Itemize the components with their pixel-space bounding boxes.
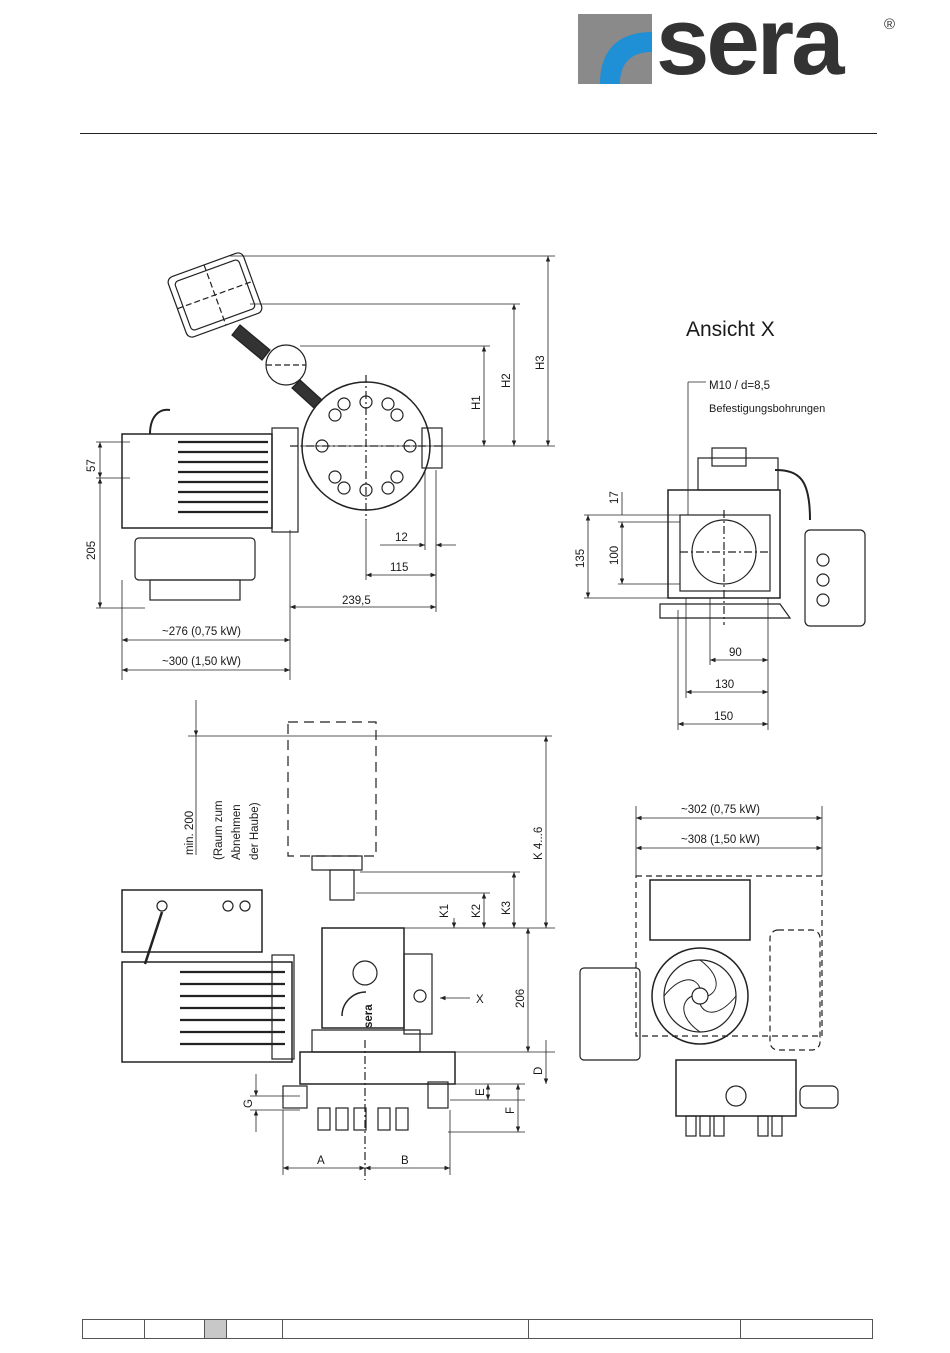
dim-f: F: [505, 1107, 517, 1114]
removal-note-line3: der Haube): [249, 802, 261, 860]
dim-206: 206: [515, 989, 527, 1008]
min-200-label: min. 200: [184, 811, 196, 855]
title-block-cell: [83, 1320, 145, 1338]
dim-150: 150: [714, 711, 733, 723]
terminal-box-icon: [166, 251, 263, 339]
control-box: [122, 890, 262, 952]
dim-130: 130: [715, 679, 734, 691]
valve-studs: [318, 1108, 408, 1130]
dim-302: ~302 (0,75 kW): [681, 804, 760, 816]
title-block-row: [82, 1319, 873, 1339]
dim-12: 12: [395, 532, 408, 544]
dim-300: ~300 (1,50 kW): [162, 656, 241, 668]
dim-k2: K2: [471, 904, 483, 918]
dim-100: 100: [609, 546, 621, 565]
dim-90: 90: [729, 647, 742, 659]
dim-17: 17: [609, 491, 621, 504]
removal-note-line1: (Raum zum: [213, 801, 225, 860]
title-block-cell: [529, 1320, 741, 1338]
bore-label: Befestigungsbohrungen: [709, 403, 825, 415]
dim-135: 135: [575, 549, 587, 568]
dim-b: B: [401, 1155, 409, 1167]
dim-h2: H2: [501, 373, 513, 388]
title-block-cell: [283, 1320, 529, 1338]
dim-205: 205: [86, 541, 98, 560]
title-block-cell: [145, 1320, 205, 1338]
dim-57: 57: [86, 459, 98, 472]
dim-h1: H1: [471, 395, 483, 410]
title-block-cell-shaded: [205, 1320, 227, 1338]
dim-k46: K 4...6: [533, 827, 545, 860]
dim-a: A: [317, 1155, 325, 1167]
title-block-cell: [741, 1320, 872, 1338]
top-view-dimensions: [96, 256, 555, 680]
dim-e: E: [475, 1088, 487, 1096]
view-x: [660, 448, 865, 626]
front-view: [580, 876, 838, 1136]
dim-k3: K3: [501, 901, 513, 915]
side-motor: [122, 962, 292, 1062]
dim-308: ~308 (1,50 kW): [681, 834, 760, 846]
dim-115: 115: [390, 562, 408, 574]
dim-276: ~276 (0,75 kW): [162, 626, 241, 638]
dim-k1: K1: [439, 904, 451, 918]
dim-g: G: [243, 1099, 255, 1108]
title-block-cell: [227, 1320, 283, 1338]
motor-fan-icon: [652, 948, 748, 1044]
side-view: [122, 722, 455, 1180]
bore-spec: M10 / d=8,5: [709, 380, 770, 392]
removal-note-line2: Abnehmen: [231, 804, 243, 860]
dim-h3: H3: [535, 355, 547, 370]
dim-239: 239,5: [342, 595, 371, 607]
arrow-x-label: X: [476, 994, 484, 1006]
dim-d: D: [533, 1067, 545, 1075]
removable-hood: [288, 722, 376, 856]
top-view: [122, 251, 445, 600]
front-view-labels: ~302 (0,75 kW) ~308 (1,50 kW): [681, 804, 760, 846]
pump-brand-label: sera: [363, 1004, 375, 1028]
